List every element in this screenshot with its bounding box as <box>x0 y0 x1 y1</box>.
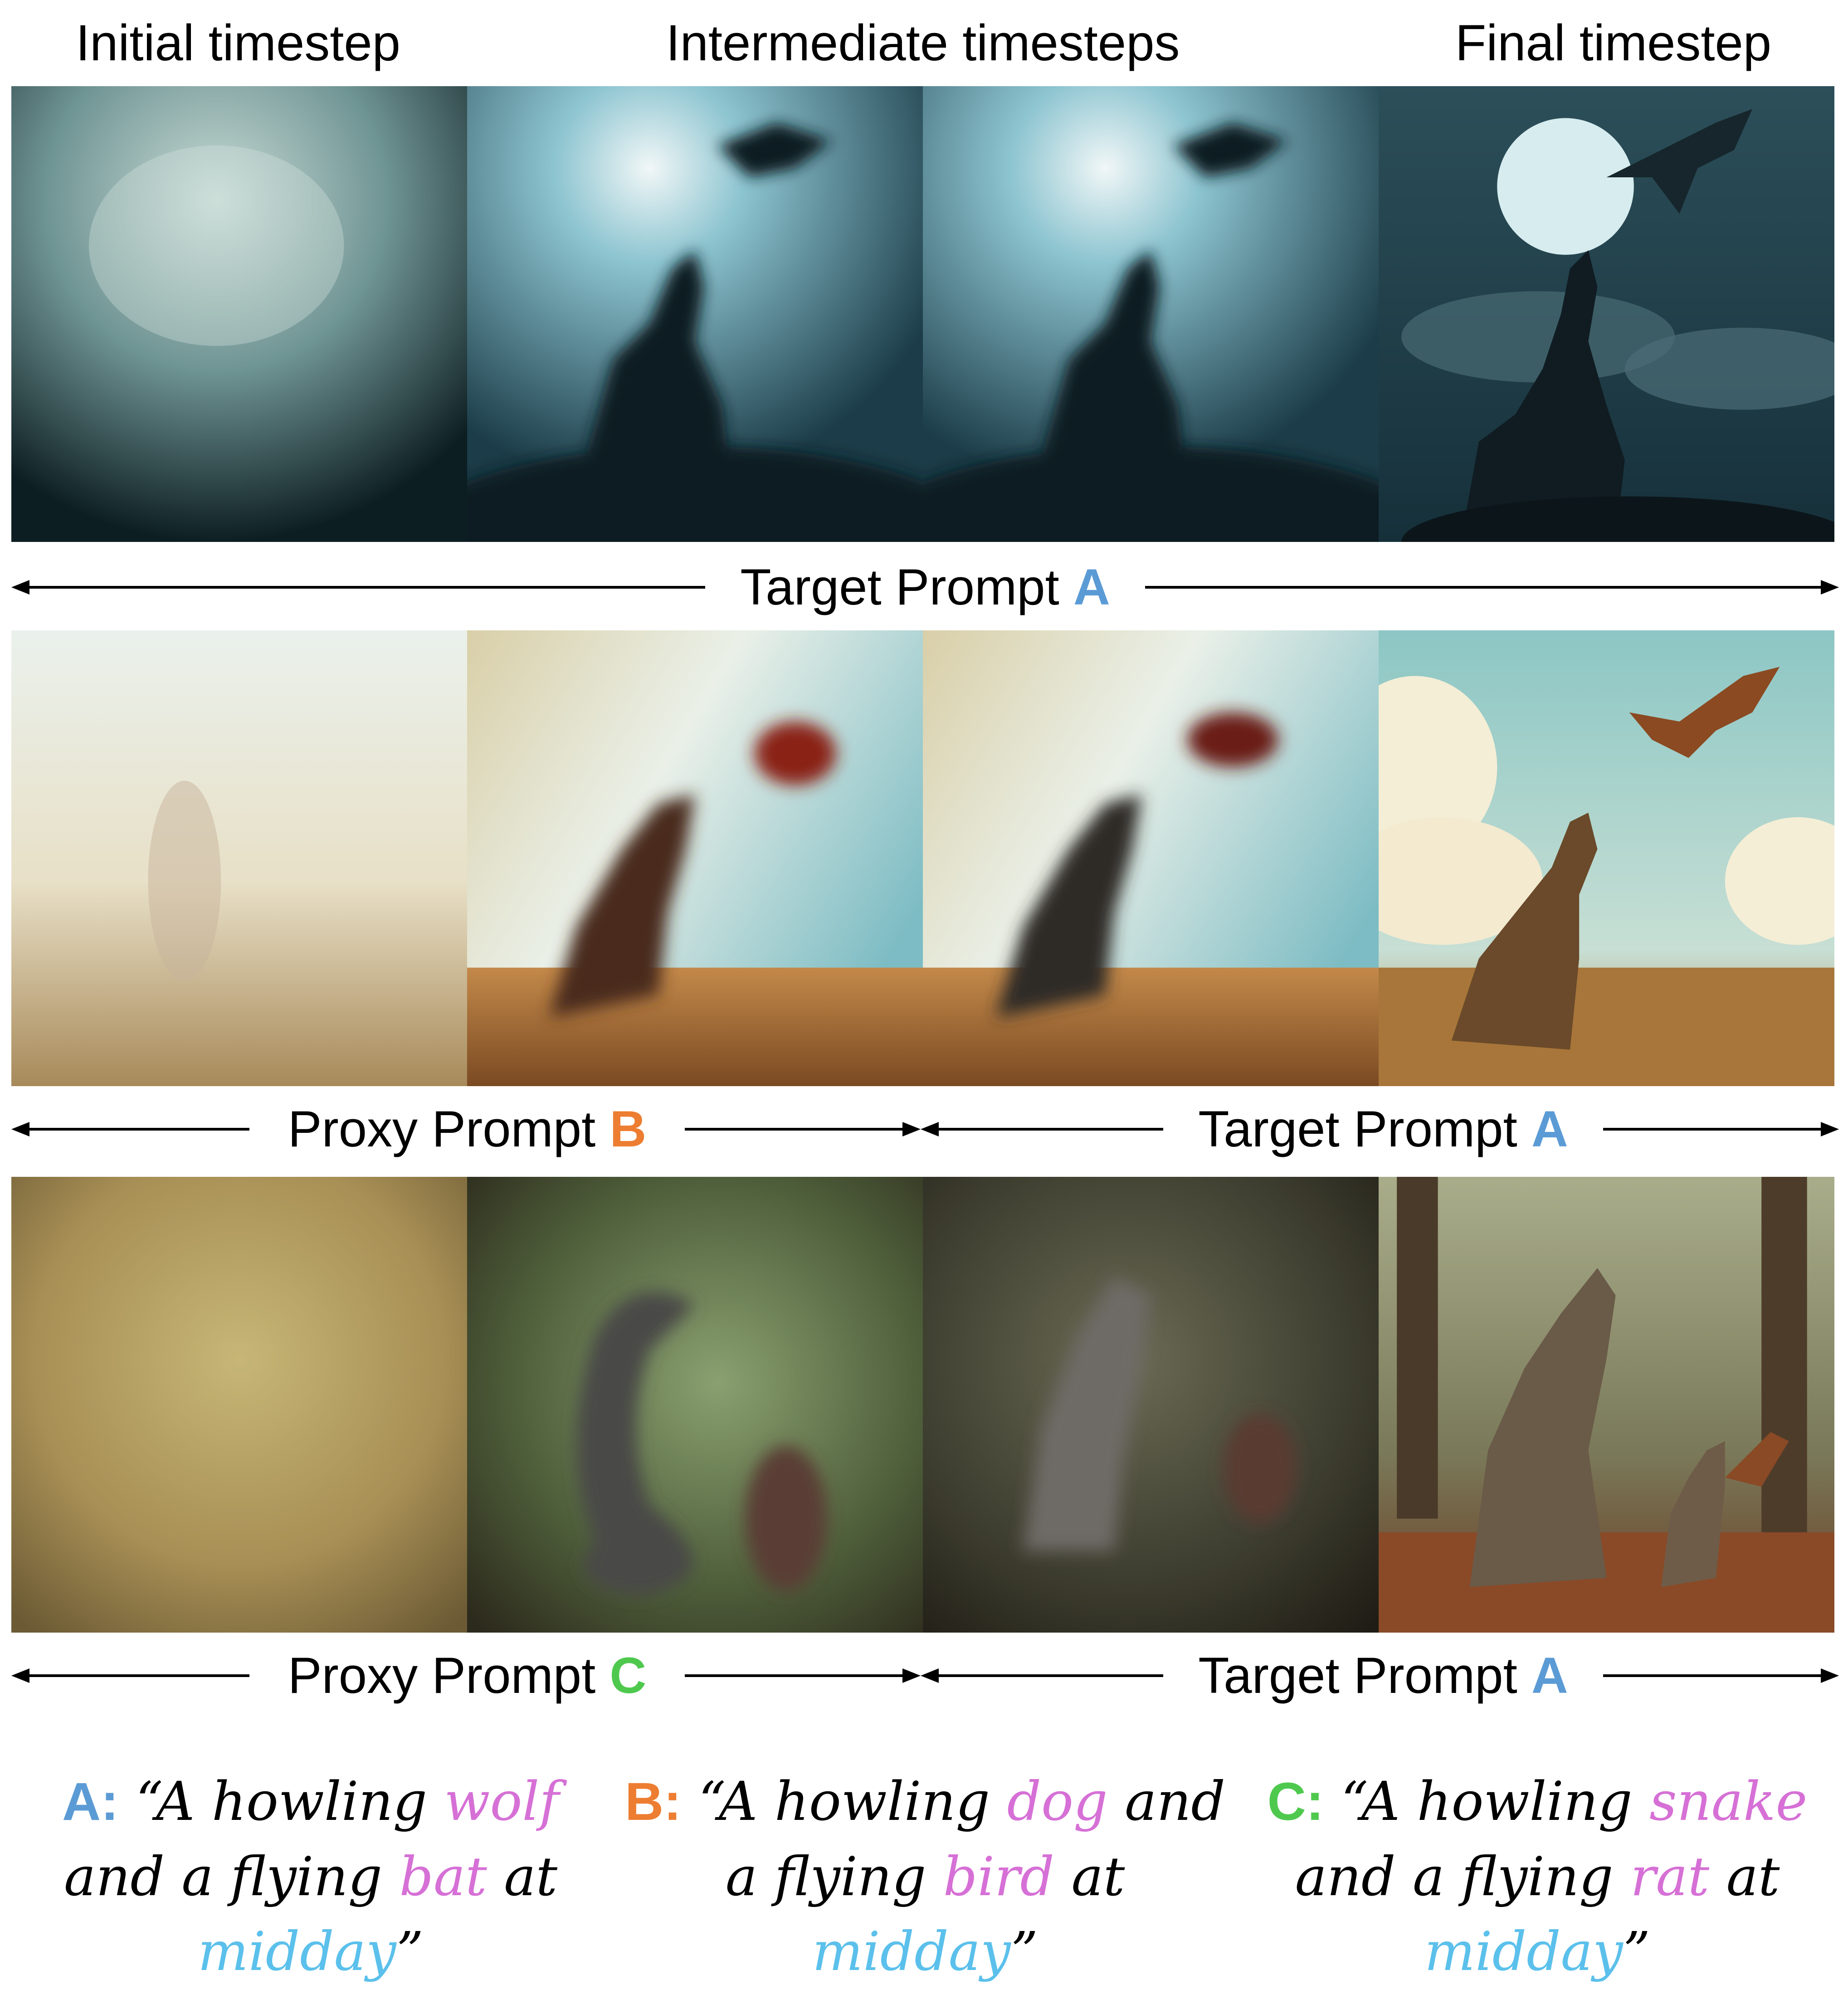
row2-final-image <box>1379 630 1834 1086</box>
row3-target-segment-label: Target Prompt A <box>1163 1639 1603 1712</box>
caption-close: ” <box>1010 1920 1039 1983</box>
prompt-key-b: B <box>609 1101 647 1157</box>
caption-time: midday <box>197 1920 396 1983</box>
caption-key: B: <box>625 1772 682 1832</box>
caption-time: midday <box>1424 1920 1623 1983</box>
caption-open: “A howling <box>698 1770 1007 1833</box>
caption-close: ” <box>1623 1920 1651 1983</box>
caption-subject: snake <box>1649 1770 1808 1833</box>
row1-intermediate-image-1 <box>467 86 923 542</box>
caption-at: at <box>1709 1845 1780 1908</box>
caption-object: bat <box>399 1845 487 1908</box>
caption-time: midday <box>812 1920 1011 1983</box>
segment-text: Target Prompt <box>1198 1647 1517 1704</box>
row2-initial-image <box>11 630 467 1086</box>
caption-object: rat <box>1630 1845 1710 1908</box>
caption-open: “A howling <box>136 1770 444 1833</box>
row3-intermediate-image-1 <box>467 1177 923 1633</box>
row1-final-image <box>1379 86 1834 542</box>
caption-open: “A howling <box>1341 1770 1650 1833</box>
caption-close: ” <box>396 1920 424 1983</box>
row2-intermediate-image-1 <box>467 630 923 1086</box>
caption-key: A: <box>62 1772 119 1832</box>
row1-prompt-arrow: Target Prompt A <box>11 551 1839 624</box>
row3-proxy-segment-label: Proxy Prompt C <box>249 1639 685 1712</box>
segment-text: Proxy Prompt <box>288 1101 596 1157</box>
caption-subject: wolf <box>444 1770 559 1833</box>
row3-intermediate-image-2 <box>923 1177 1379 1633</box>
header-intermediate-timesteps: Intermediate timesteps <box>666 15 1180 71</box>
segment-text: Target Prompt <box>1198 1101 1517 1157</box>
caption-prompt-b: B: “A howling dog and a flying bird at m… <box>624 1764 1227 1989</box>
caption-mid: and a flying <box>64 1845 400 1908</box>
prompt-key-a: A <box>1531 1647 1568 1704</box>
caption-object: bird <box>943 1845 1054 1908</box>
row3-final-image <box>1379 1177 1834 1633</box>
row2-prompt-arrows: Proxy Prompt B Target Prompt A <box>11 1093 1839 1165</box>
segment-text: Proxy Prompt <box>288 1647 596 1704</box>
caption-mid: and a flying <box>725 1770 1225 1908</box>
prompt-key-a: A <box>1073 559 1110 615</box>
row2-intermediate-image-2 <box>923 630 1379 1086</box>
caption-mid: and a flying <box>1295 1845 1630 1908</box>
caption-subject: dog <box>1007 1770 1108 1833</box>
caption-at: at <box>1054 1845 1125 1908</box>
row2-target-segment-label: Target Prompt A <box>1163 1093 1603 1165</box>
row1-intermediate-image-2 <box>923 86 1379 542</box>
caption-at: at <box>487 1845 557 1908</box>
row1-segment-label: Target Prompt A <box>705 551 1145 624</box>
row2-proxy-segment-label: Proxy Prompt B <box>249 1093 685 1165</box>
segment-text: Target Prompt <box>740 559 1059 615</box>
row3-prompt-arrows: Proxy Prompt C Target Prompt A <box>11 1639 1839 1712</box>
header-final-timestep: Final timestep <box>1455 15 1772 71</box>
prompt-key-c: C <box>609 1647 647 1704</box>
row1-initial-image <box>11 86 467 542</box>
caption-prompt-a: A: “A howling wolf and a flying bat at m… <box>9 1764 612 1989</box>
prompt-key-a: A <box>1531 1101 1568 1157</box>
header-initial-timestep: Initial timestep <box>76 15 400 71</box>
caption-key: C: <box>1267 1772 1324 1832</box>
caption-prompt-c: C: “A howling snake and a flying rat at … <box>1236 1764 1839 1989</box>
row3-initial-image <box>11 1177 467 1633</box>
